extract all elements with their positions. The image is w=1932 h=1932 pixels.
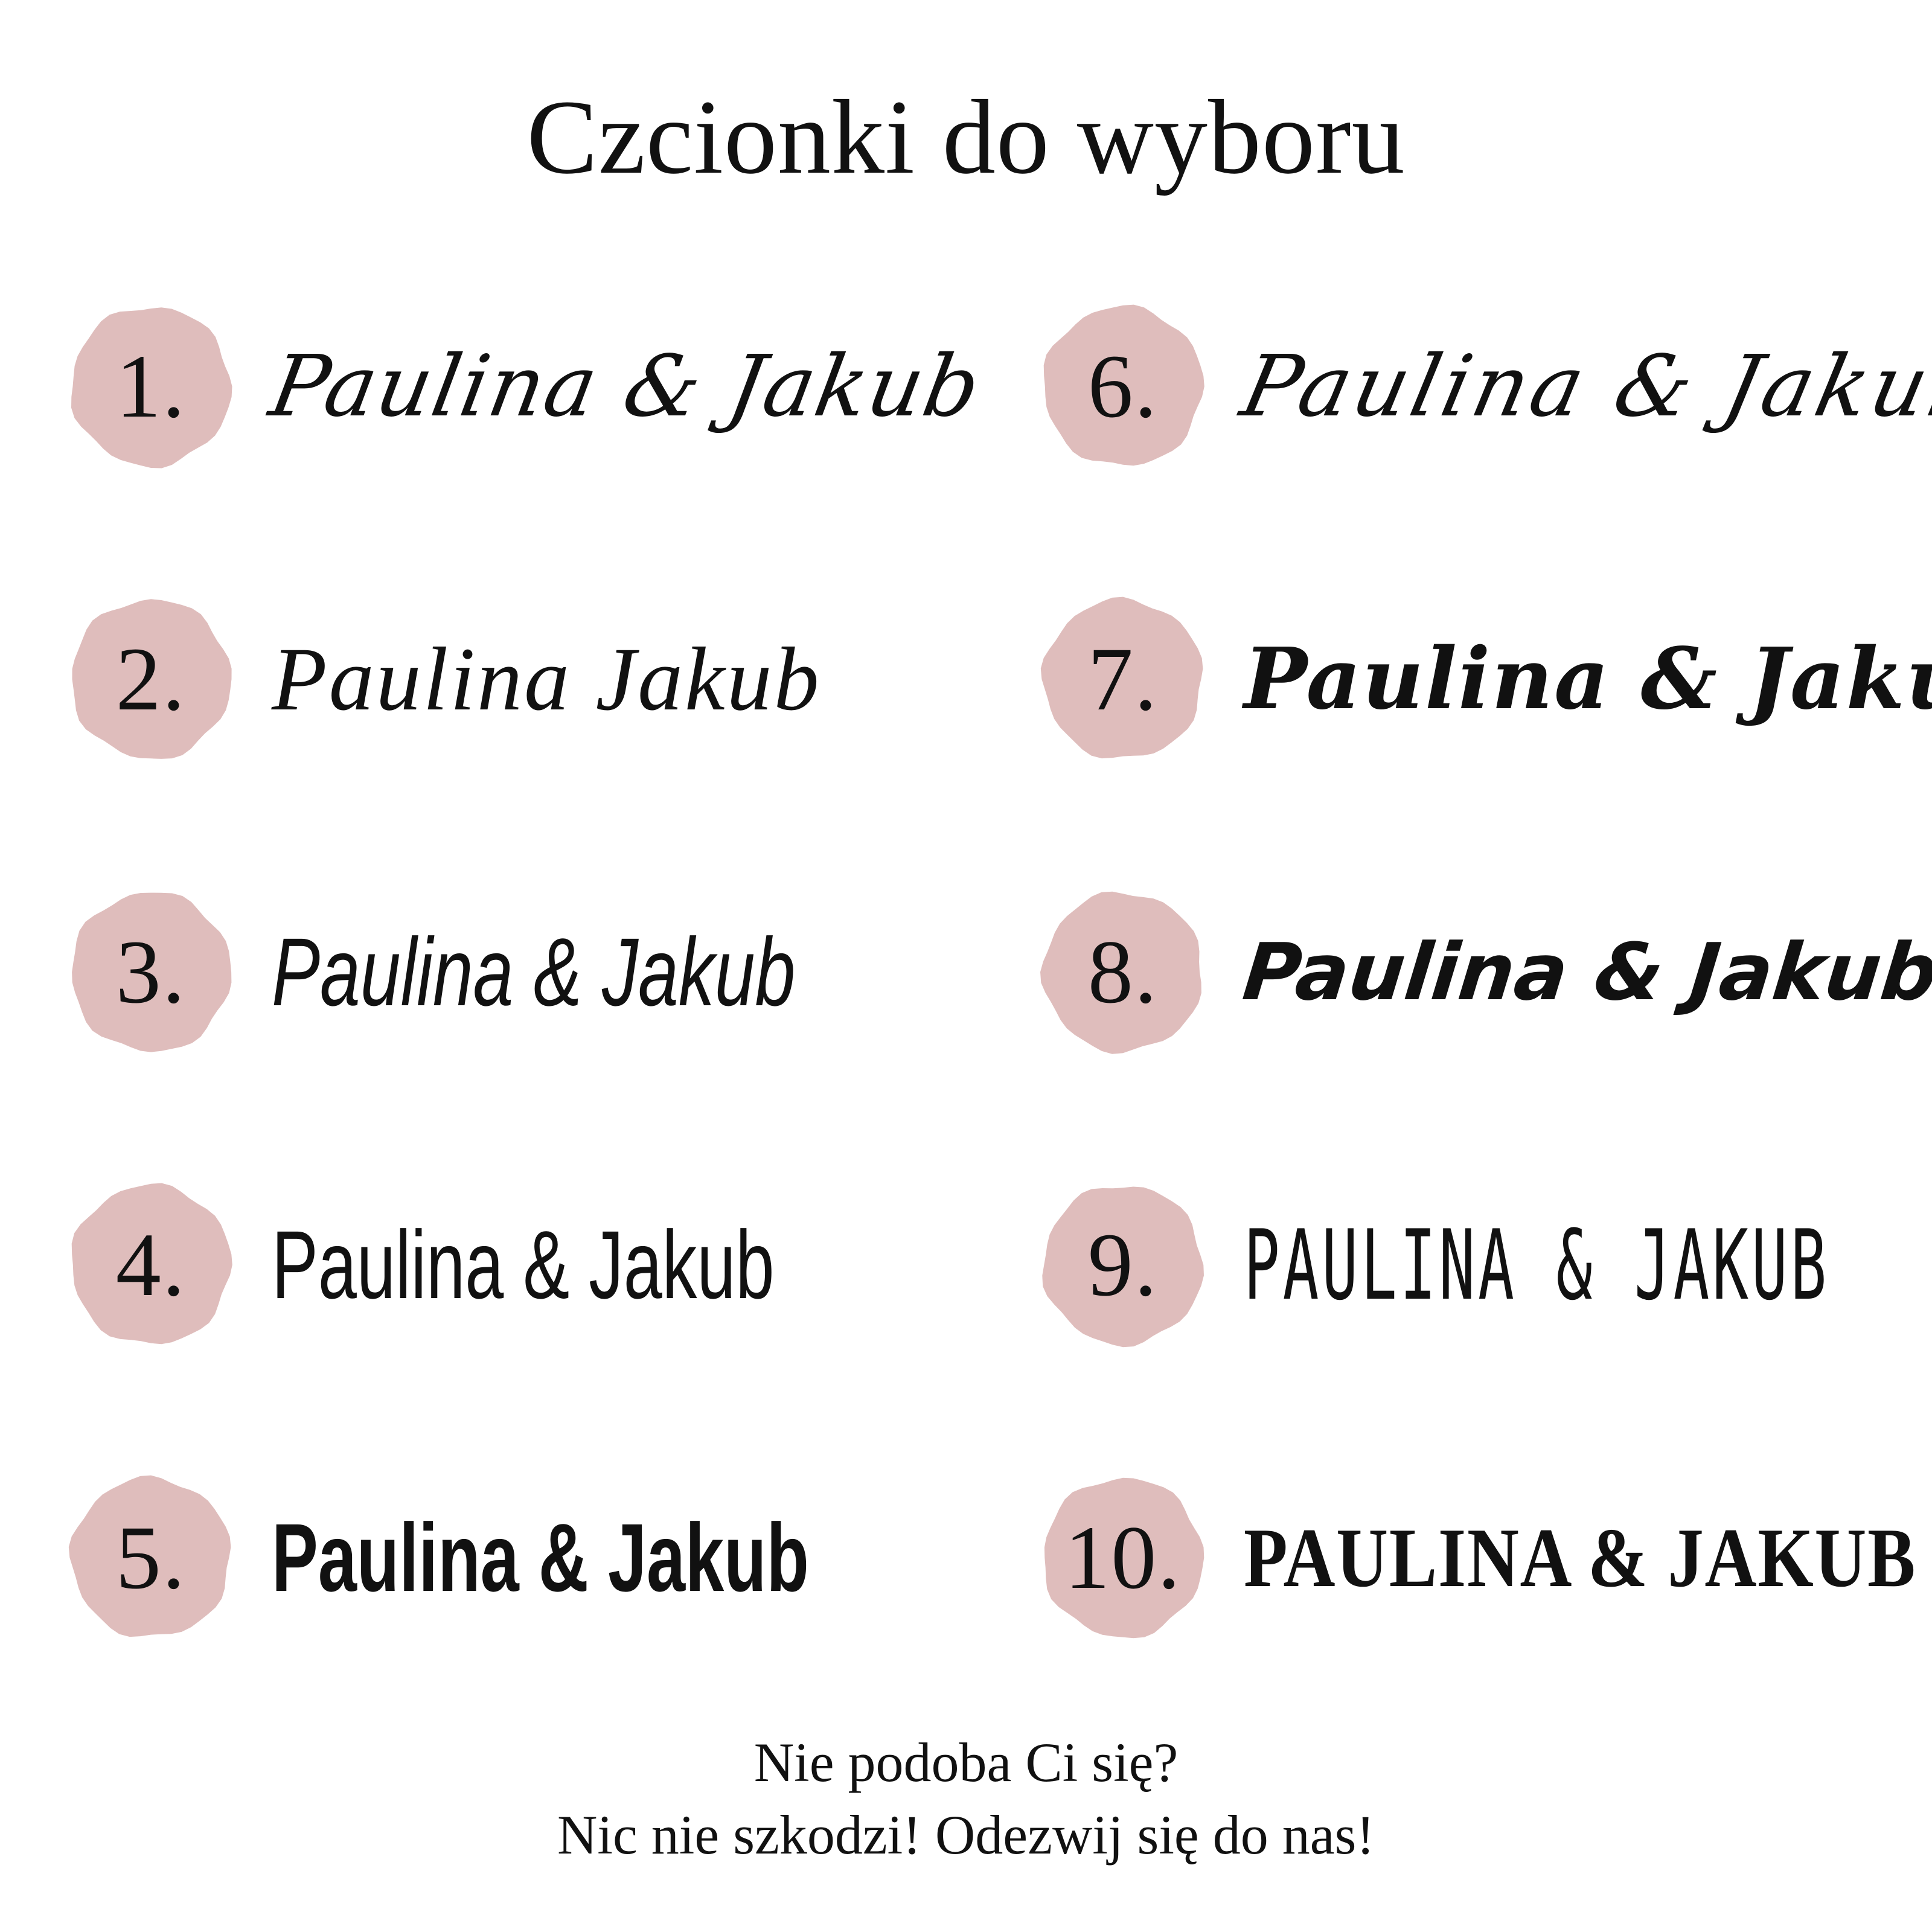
brush-circle-icon	[1040, 597, 1203, 759]
number-badge: 5.	[66, 1473, 235, 1642]
number-badge: 6.	[1038, 302, 1208, 471]
footer-message: Nie podoba Ci się? Nic nie szkodzi! Odez…	[0, 1727, 1932, 1871]
option-number: 6.	[1087, 336, 1159, 437]
font-sample-label: Paulina & Jakub	[1233, 337, 1932, 436]
option-number: 1.	[115, 336, 187, 437]
brush-circle-icon	[1042, 1186, 1204, 1348]
brush-circle-icon	[71, 1183, 232, 1345]
font-sample-text: Paulina & Jakub	[1239, 888, 1932, 1057]
font-sample-text: Paulina & Jakub	[272, 1473, 996, 1642]
font-option-1[interactable]: 1. Paulina & Jakub	[66, 302, 1008, 483]
brush-circle-icon	[1040, 891, 1201, 1054]
font-sample-label: Paulina & Jakub	[1239, 926, 1932, 1018]
brush-circle-icon	[72, 599, 232, 759]
font-sample-label: Paulina & Jakub	[272, 918, 796, 1026]
font-sample-text: Paulina & Jakub	[263, 302, 996, 471]
number-badge: 1.	[66, 302, 235, 471]
font-option-8[interactable]: 8. Paulina & Jakub	[1038, 888, 1932, 1069]
font-option-5[interactable]: 5. Paulina & Jakub	[66, 1473, 1008, 1654]
number-badge: 10.	[1038, 1473, 1208, 1642]
option-number: 3.	[115, 922, 187, 1022]
number-badge: 7.	[1038, 595, 1208, 764]
font-sample-label: Paulina Jakub	[272, 629, 821, 729]
font-sample-text: Paulina Jakub	[272, 595, 996, 764]
font-option-6[interactable]: 6. Paulina & Jakub	[1038, 302, 1932, 483]
brush-circle-icon	[1043, 304, 1204, 466]
brush-circle-icon	[72, 892, 232, 1052]
footer-question: Nie podoba Ci się?	[753, 1732, 1179, 1793]
option-number: 4.	[115, 1215, 187, 1315]
font-sample-text: PAULINA & JAKUB	[1244, 1180, 1932, 1349]
option-number: 9.	[1087, 1215, 1159, 1315]
font-option-9[interactable]: 9. PAULINA & JAKUB	[1038, 1180, 1932, 1361]
font-sample-text: Paulina & Jakub	[272, 888, 996, 1057]
footer-contact-prompt: Nic nie szkodzi! Odezwij się do nas!	[557, 1803, 1375, 1866]
font-sample-text: PAULINA & JAKUB	[1244, 1473, 1932, 1642]
font-option-10[interactable]: 10. PAULINA & JAKUB	[1038, 1473, 1932, 1654]
brush-circle-icon	[1044, 1477, 1204, 1639]
font-sample-label: PAULINA & JAKUB	[1244, 1208, 1830, 1322]
font-sample-text: Paulina & Jakub	[1244, 595, 1932, 764]
font-option-7[interactable]: 7. Paulina & Jakub	[1038, 595, 1932, 776]
option-number: 8.	[1087, 922, 1159, 1022]
number-badge: 4.	[66, 1180, 235, 1349]
option-number: 5.	[115, 1508, 187, 1608]
font-sample-label: Paulina & Jakub	[1244, 630, 1932, 729]
font-option-3[interactable]: 3. Paulina & Jakub	[66, 888, 1008, 1069]
font-sample-label: Paulina & Jakub	[272, 1503, 809, 1611]
page-title: Czcionki do wyboru	[526, 78, 1406, 196]
font-sample-text: Paulina & Jakub	[272, 1180, 996, 1349]
number-badge: 8.	[1038, 888, 1208, 1057]
font-sample-label: Paulina & Jakub	[263, 337, 988, 436]
brush-circle-icon	[71, 307, 232, 469]
option-number: 7.	[1087, 629, 1159, 729]
number-badge: 3.	[66, 888, 235, 1057]
number-badge: 2.	[66, 595, 235, 764]
font-sample-text: Paulina & Jakub	[1233, 302, 1932, 471]
number-badge: 9.	[1038, 1180, 1208, 1349]
option-number: 10.	[1064, 1508, 1182, 1608]
brush-circle-icon	[68, 1475, 231, 1637]
font-option-2[interactable]: 2. Paulina Jakub	[66, 595, 1008, 776]
option-number: 2.	[115, 629, 187, 729]
font-sample-label: Paulina & Jakub	[272, 1211, 775, 1319]
font-option-4[interactable]: 4. Paulina & Jakub	[66, 1180, 1008, 1361]
font-sample-label: PAULINA & JAKUB	[1244, 1511, 1917, 1605]
